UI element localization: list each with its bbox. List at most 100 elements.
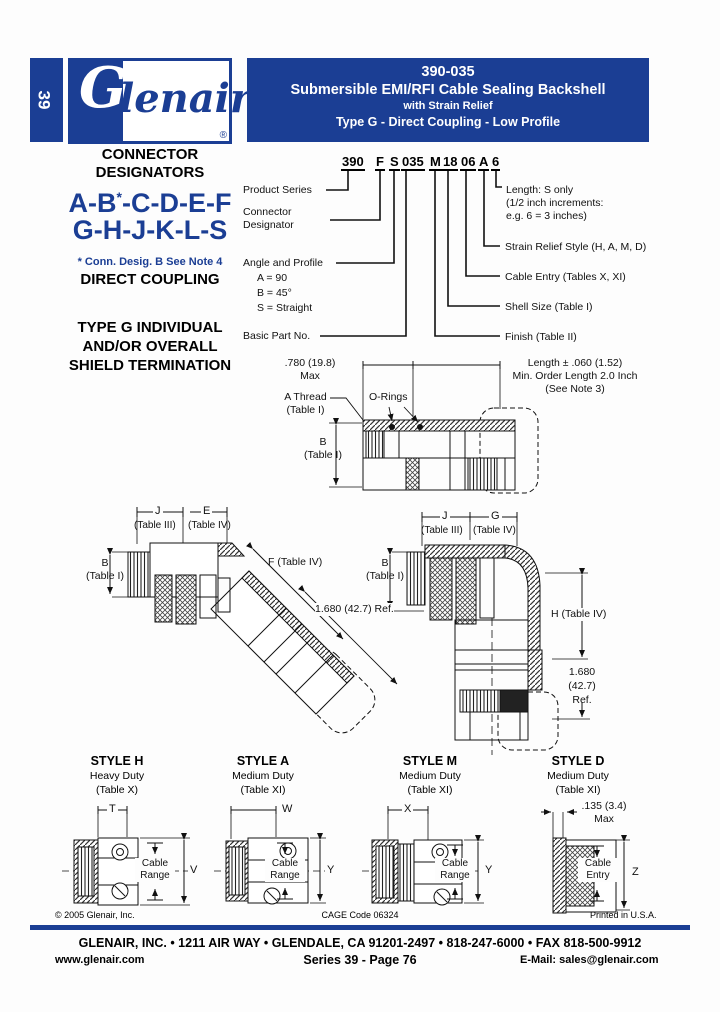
registered-mark: ® xyxy=(219,130,227,141)
style-a-name: STYLE A xyxy=(236,754,290,768)
straight-view-drawing xyxy=(329,361,539,494)
style-a-drawing xyxy=(214,806,332,905)
designator-note: * Conn. Desig. B See Note 4 xyxy=(77,256,223,268)
footer-series-page: Series 39 - Page 76 xyxy=(303,953,417,967)
pn-code-18: 18 xyxy=(442,154,459,171)
style-a-header: STYLE A Medium Duty (Table XI) xyxy=(203,754,323,797)
pn-code-6: 6 xyxy=(491,154,501,171)
label-strain-relief-style: Strain Relief Style (H, A, M, D) xyxy=(505,241,647,253)
connector-designators-heading: CONNECTOR DESIGNATORS xyxy=(95,146,205,181)
label-basic-part-no: Basic Part No. xyxy=(243,330,311,342)
label-product-series: Product Series xyxy=(243,184,312,196)
dim-j-table-45: (Table III) xyxy=(134,520,176,531)
pn-code-06: 06 xyxy=(460,154,477,171)
style-h-duty: Heavy Duty xyxy=(89,770,145,782)
dim-e-table-45: (Table IV) xyxy=(188,520,231,531)
style-m-duty: Medium Duty xyxy=(399,770,461,782)
dim-b-straight: B (Table I) xyxy=(304,436,342,461)
logo-blue-panel xyxy=(71,61,123,141)
style-h-dim-right: V xyxy=(188,864,200,876)
label-shell-size: Shell Size (Table I) xyxy=(505,301,593,313)
doc-number: 390-035 xyxy=(421,64,475,80)
designator-row-1-post: -C-D-E-F xyxy=(121,188,232,218)
style-d-duty: Medium Duty xyxy=(547,770,609,782)
designator-row-2: G-H-J-K-L-S xyxy=(72,215,228,245)
footer-divider-bar xyxy=(30,925,690,930)
ref-length-45: 1.680 (42.7) Ref. xyxy=(315,603,394,616)
doc-title: Submersible EMI/RFI Cable Sealing Backsh… xyxy=(290,82,606,98)
style-m-drawing xyxy=(362,806,484,906)
dim-j-table-90: (Table III) xyxy=(421,525,463,536)
label-angle-options: A = 90 B = 45° S = Straight xyxy=(257,272,313,314)
dim-b-90: B (Table I) xyxy=(366,557,404,582)
style-a-table: (Table XI) xyxy=(240,784,286,796)
label-connector-designator: Connector Designator xyxy=(243,206,294,231)
style-m-dim-top: X xyxy=(402,803,414,815)
type-g-block: TYPE G INDIVIDUAL AND/OR OVERALL SHIELD … xyxy=(68,319,232,374)
footer-address: GLENAIR, INC. • 1211 AIR WAY • GLENDALE,… xyxy=(78,936,642,950)
doc-type-line: Type G - Direct Coupling - Low Profile xyxy=(335,115,561,129)
logo-letter-g: G xyxy=(79,55,127,121)
dim-f-45: F (Table IV) xyxy=(268,556,323,568)
style-d-cable-entry: Cable Entry xyxy=(578,858,618,882)
style-a-cable-range: Cable Range xyxy=(265,858,305,882)
footer-email: E-Mail: sales@glenair.com xyxy=(520,954,659,966)
series-tab: 39 xyxy=(30,58,63,142)
label-finish: Finish (Table II) xyxy=(505,331,577,343)
dim-g-90: G xyxy=(489,510,502,522)
length-note: Length ± .060 (1.52) Min. Order Length 2… xyxy=(512,357,638,395)
dim-b-45: B (Table I) xyxy=(86,557,124,582)
label-o-rings: O-Rings xyxy=(369,391,408,403)
direct-coupling-label: DIRECT COUPLING xyxy=(80,271,220,288)
style-a-dim-right: Y xyxy=(325,864,337,876)
pn-code-035: 035 xyxy=(401,154,425,171)
pn-code-m: M xyxy=(429,154,442,171)
dim-j-45: J xyxy=(153,505,163,517)
dim-780-max: .780 (19.8) Max xyxy=(284,357,336,382)
style-d-table: (Table XI) xyxy=(555,784,601,796)
label-angle-profile: Angle and Profile xyxy=(243,257,323,269)
style-d-dim-right: Z xyxy=(630,866,641,878)
pn-code-f: F xyxy=(375,154,385,171)
dim-g-table-90: (Table IV) xyxy=(473,525,516,536)
dim-h-90: H (Table IV) xyxy=(549,608,609,621)
footer-website: www.glenair.com xyxy=(55,954,145,966)
footer-cage-code: CAGE Code 06324 xyxy=(321,910,399,920)
style-a-dim-top: W xyxy=(280,803,295,815)
style-d-dim-top: .135 (3.4) Max xyxy=(581,800,627,825)
style-d-name: STYLE D xyxy=(551,754,605,768)
style-h-drawing xyxy=(62,806,198,906)
designator-row-1-pre: A-B xyxy=(68,188,117,218)
label-cable-entry: Cable Entry (Tables X, XI) xyxy=(505,271,626,283)
title-banner: 390-035 Submersible EMI/RFI Cable Sealin… xyxy=(247,58,649,142)
ref-length-90: 1.680 (42.7) Ref. xyxy=(568,666,596,706)
pn-code-s: S xyxy=(389,154,400,171)
style-h-name: STYLE H xyxy=(90,754,144,768)
pn-code-a: A xyxy=(478,154,490,171)
glenair-logo: G lenair ® xyxy=(68,55,251,144)
style-m-header: STYLE M Medium Duty (Table XI) xyxy=(370,754,490,797)
logo-wordmark: lenair xyxy=(119,75,251,122)
style-m-dim-right: Y xyxy=(483,864,495,876)
label-length: Length: S only (1/2 inch increments: e.g… xyxy=(506,184,604,222)
footer-copyright: © 2005 Glenair, Inc. xyxy=(55,910,135,920)
footer-printed: Printed in U.S.A. xyxy=(590,910,657,920)
style-h-table: (Table X) xyxy=(95,784,138,796)
style-m-name: STYLE M xyxy=(402,754,458,768)
style-m-table: (Table XI) xyxy=(407,784,453,796)
series-tab-number: 39 xyxy=(34,90,54,110)
doc-subtitle: with Strain Relief xyxy=(403,100,493,112)
style-a-duty: Medium Duty xyxy=(232,770,294,782)
pn-code-390: 390 xyxy=(341,154,365,171)
style-d-header: STYLE D Medium Duty (Table XI) xyxy=(518,754,638,797)
label-a-thread: A Thread (Table I) xyxy=(284,391,327,416)
elbow90-drawing xyxy=(387,512,590,755)
style-h-cable-range: Cable Range xyxy=(135,858,175,882)
designator-row-1-star: * xyxy=(116,189,122,205)
dim-j-90: J xyxy=(440,510,450,522)
elbow45-drawing xyxy=(107,507,398,734)
designator-row-1: A-B*-C-D-E-F xyxy=(57,182,243,218)
style-m-cable-range: Cable Range xyxy=(435,858,475,882)
